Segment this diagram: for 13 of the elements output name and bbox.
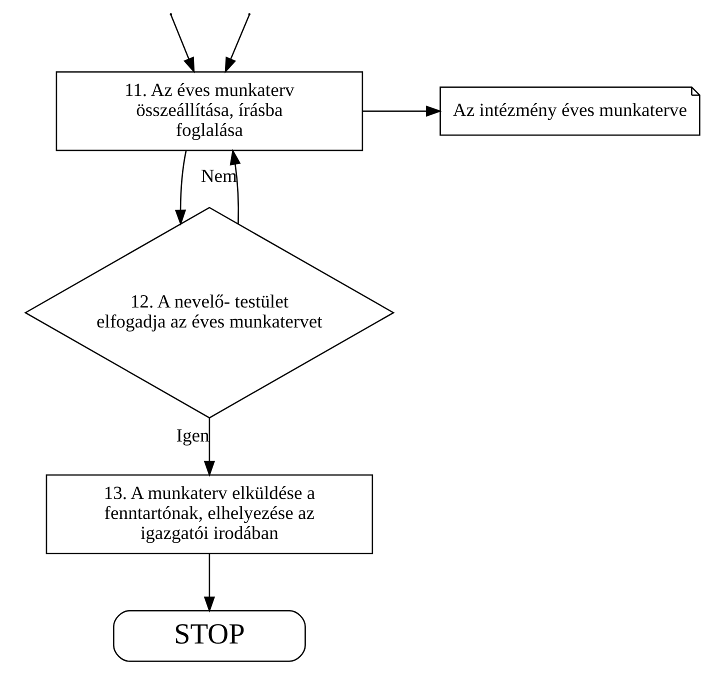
arrow bbox=[229, 148, 240, 224]
arrow bbox=[362, 106, 442, 117]
arrow bbox=[174, 150, 186, 226]
arrow bbox=[170, 14, 194, 74]
arrow bbox=[203, 554, 215, 613]
arrow bbox=[224, 14, 250, 74]
node-box: 13. A munkaterv elküldése a fenntartónak, elhelyezése az igazgatói irodában bbox=[45, 474, 373, 554]
node-box: STOP bbox=[112, 610, 306, 662]
node-box: 11. Az éves munkaterv összeállítása, írásba foglalása bbox=[55, 71, 363, 152]
node-diamond: 12. A nevelő- testület elfogadja az éves munkatervet bbox=[24, 206, 394, 419]
arrow bbox=[203, 418, 215, 477]
edge-label: Igen bbox=[176, 425, 209, 446]
edge-label: Nem bbox=[200, 166, 237, 187]
